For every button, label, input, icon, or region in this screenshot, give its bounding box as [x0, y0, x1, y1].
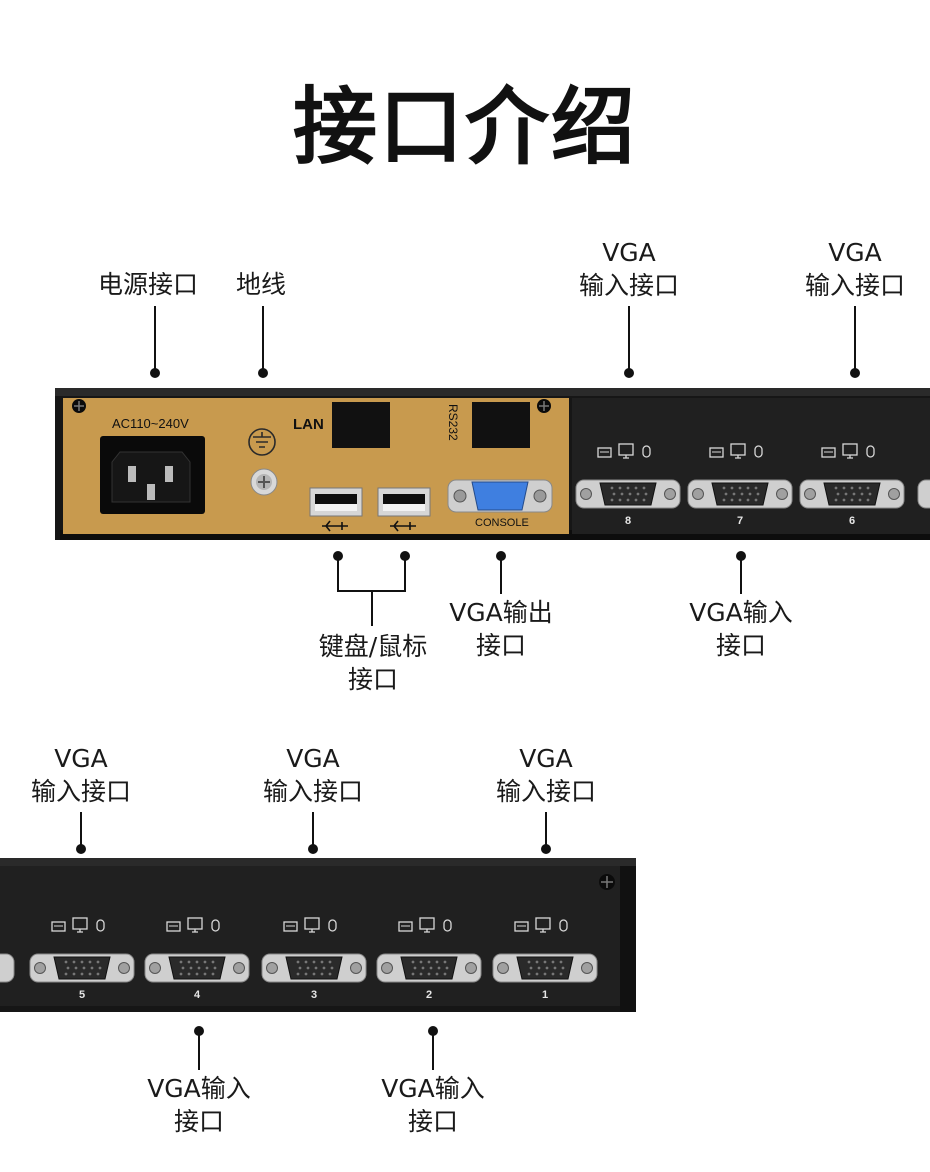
vga-input-port[interactable]: 4	[144, 917, 250, 1001]
vga-input-port[interactable]: 7	[687, 443, 793, 527]
label-power: 电源接口	[98, 270, 199, 299]
page-title: 接口介绍	[292, 78, 637, 176]
rs232-label: RS232	[446, 404, 460, 441]
device-rear-panel-1: AC110~240V LAN RS232 CO	[55, 388, 930, 540]
power-socket	[100, 436, 205, 514]
vga-input-port[interactable]: 3	[261, 917, 367, 1001]
label-ground: 地线	[236, 270, 287, 299]
port-number-label: 7	[737, 515, 743, 527]
screw-icon	[537, 399, 551, 413]
usb-port[interactable]	[309, 487, 363, 517]
keyboard-monitor-mouse-icon	[709, 443, 763, 459]
rs232-cover	[472, 402, 530, 448]
label-vga-input: VGA输入接口	[381, 1074, 485, 1136]
port-number-label: 4	[194, 989, 201, 1001]
screw-icon	[599, 874, 615, 890]
usb-port[interactable]	[377, 487, 431, 517]
keyboard-monitor-mouse-icon	[398, 917, 452, 933]
ground-screw	[250, 468, 278, 496]
lan-cover	[332, 402, 390, 448]
keyboard-monitor-mouse-icon	[821, 443, 875, 459]
label-vga-input: VGA输入接口	[689, 598, 793, 660]
vga-output-port[interactable]	[447, 479, 553, 513]
lan-label: LAN	[293, 416, 324, 433]
vga-input-port[interactable]: 2	[376, 917, 482, 1001]
port-number-label: 5	[79, 989, 85, 1001]
vga-input-port[interactable]: 1	[492, 917, 598, 1001]
ground-icon	[248, 428, 276, 456]
vga-input-port[interactable]: 5	[29, 917, 135, 1001]
label-vga-input: VGA输入接口	[147, 1074, 251, 1136]
vga-input-port[interactable]: 8	[575, 443, 681, 527]
keyboard-monitor-mouse-icon	[597, 443, 651, 459]
screw-icon	[72, 399, 86, 413]
port-number-label: 2	[426, 989, 432, 1001]
label-vga-output: VGA输出接口	[449, 598, 553, 660]
vga-input-port[interactable]: 6	[799, 443, 905, 527]
keyboard-monitor-mouse-icon	[166, 917, 220, 933]
port-number-label: 8	[625, 515, 631, 527]
usb-icon	[322, 520, 348, 532]
port-number-label: 3	[311, 989, 317, 1001]
label-keyboard-mouse: 键盘/鼠标接口	[318, 632, 428, 694]
power-rating-label: AC110~240V	[112, 416, 189, 431]
device-rear-panel-2: 5 4 3 2 1	[0, 858, 636, 1012]
keyboard-monitor-mouse-icon	[514, 917, 568, 933]
usb-icon	[390, 520, 416, 532]
port-number-label: 1	[542, 989, 548, 1001]
keyboard-monitor-mouse-icon	[51, 917, 105, 933]
console-label: CONSOLE	[475, 517, 529, 529]
keyboard-monitor-mouse-icon	[283, 917, 337, 933]
port-number-label: 6	[849, 515, 855, 527]
